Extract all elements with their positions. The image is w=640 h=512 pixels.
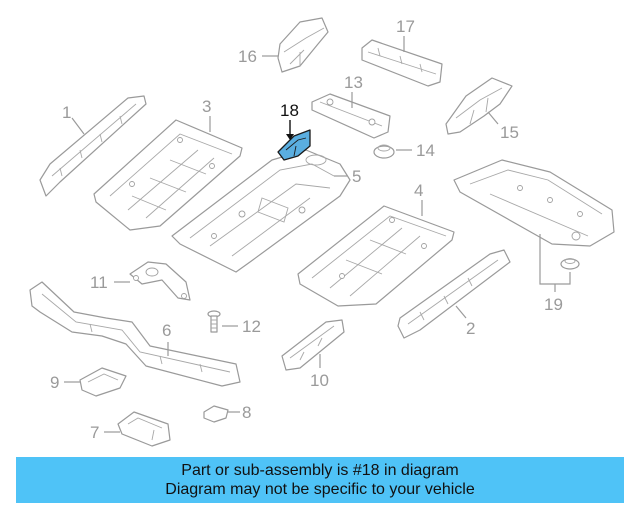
callout-15: 15	[500, 123, 519, 142]
banner-line-2: Diagram may not be specific to your vehi…	[165, 481, 475, 498]
part-2[interactable]	[397, 249, 511, 339]
part-5[interactable]	[171, 149, 351, 273]
leader-18-arrowhead	[286, 134, 294, 140]
part-6[interactable]	[29, 281, 241, 387]
callout-1: 1	[62, 103, 71, 122]
callout-17: 17	[396, 17, 415, 36]
callout-19: 19	[544, 295, 563, 314]
callout-18: 18	[280, 101, 299, 120]
leader-1	[71, 117, 85, 135]
part-13[interactable]	[311, 93, 391, 139]
banner-line-1: Part or sub-assembly is #18 in diagram	[181, 462, 459, 479]
part-19-fastener[interactable]	[560, 258, 580, 270]
part-12[interactable]	[207, 310, 221, 333]
callout-9: 9	[50, 373, 59, 392]
callout-11: 11	[90, 273, 108, 292]
callout-16: 16	[238, 47, 257, 66]
callout-5: 5	[352, 167, 361, 186]
callout-14: 14	[416, 141, 435, 160]
part-4[interactable]	[297, 205, 455, 307]
part-3[interactable]	[93, 119, 243, 231]
part-8[interactable]	[203, 405, 229, 423]
part-15[interactable]	[445, 77, 513, 135]
part-18[interactable]	[277, 129, 311, 161]
callout-7: 7	[90, 423, 99, 442]
part-11[interactable]	[129, 261, 191, 301]
part-10[interactable]	[281, 319, 345, 371]
callout-6: 6	[162, 321, 171, 340]
callout-12: 12	[242, 317, 261, 336]
callout-8: 8	[242, 403, 251, 422]
info-banner: Part or sub-assembly is #18 in diagram D…	[16, 457, 624, 503]
part-9[interactable]	[79, 367, 127, 397]
callout-4: 4	[414, 181, 423, 200]
leader-2	[455, 305, 467, 319]
part-17[interactable]	[361, 39, 443, 87]
callout-2: 2	[466, 319, 475, 338]
part-19[interactable]	[453, 159, 615, 247]
callout-13: 13	[344, 73, 363, 92]
callout-10: 10	[310, 371, 329, 390]
callout-3: 3	[202, 97, 211, 116]
leader-15	[487, 111, 499, 125]
part-1[interactable]	[39, 95, 147, 197]
part-7[interactable]	[117, 411, 171, 447]
part-16[interactable]	[277, 17, 329, 73]
part-14[interactable]	[373, 144, 395, 159]
